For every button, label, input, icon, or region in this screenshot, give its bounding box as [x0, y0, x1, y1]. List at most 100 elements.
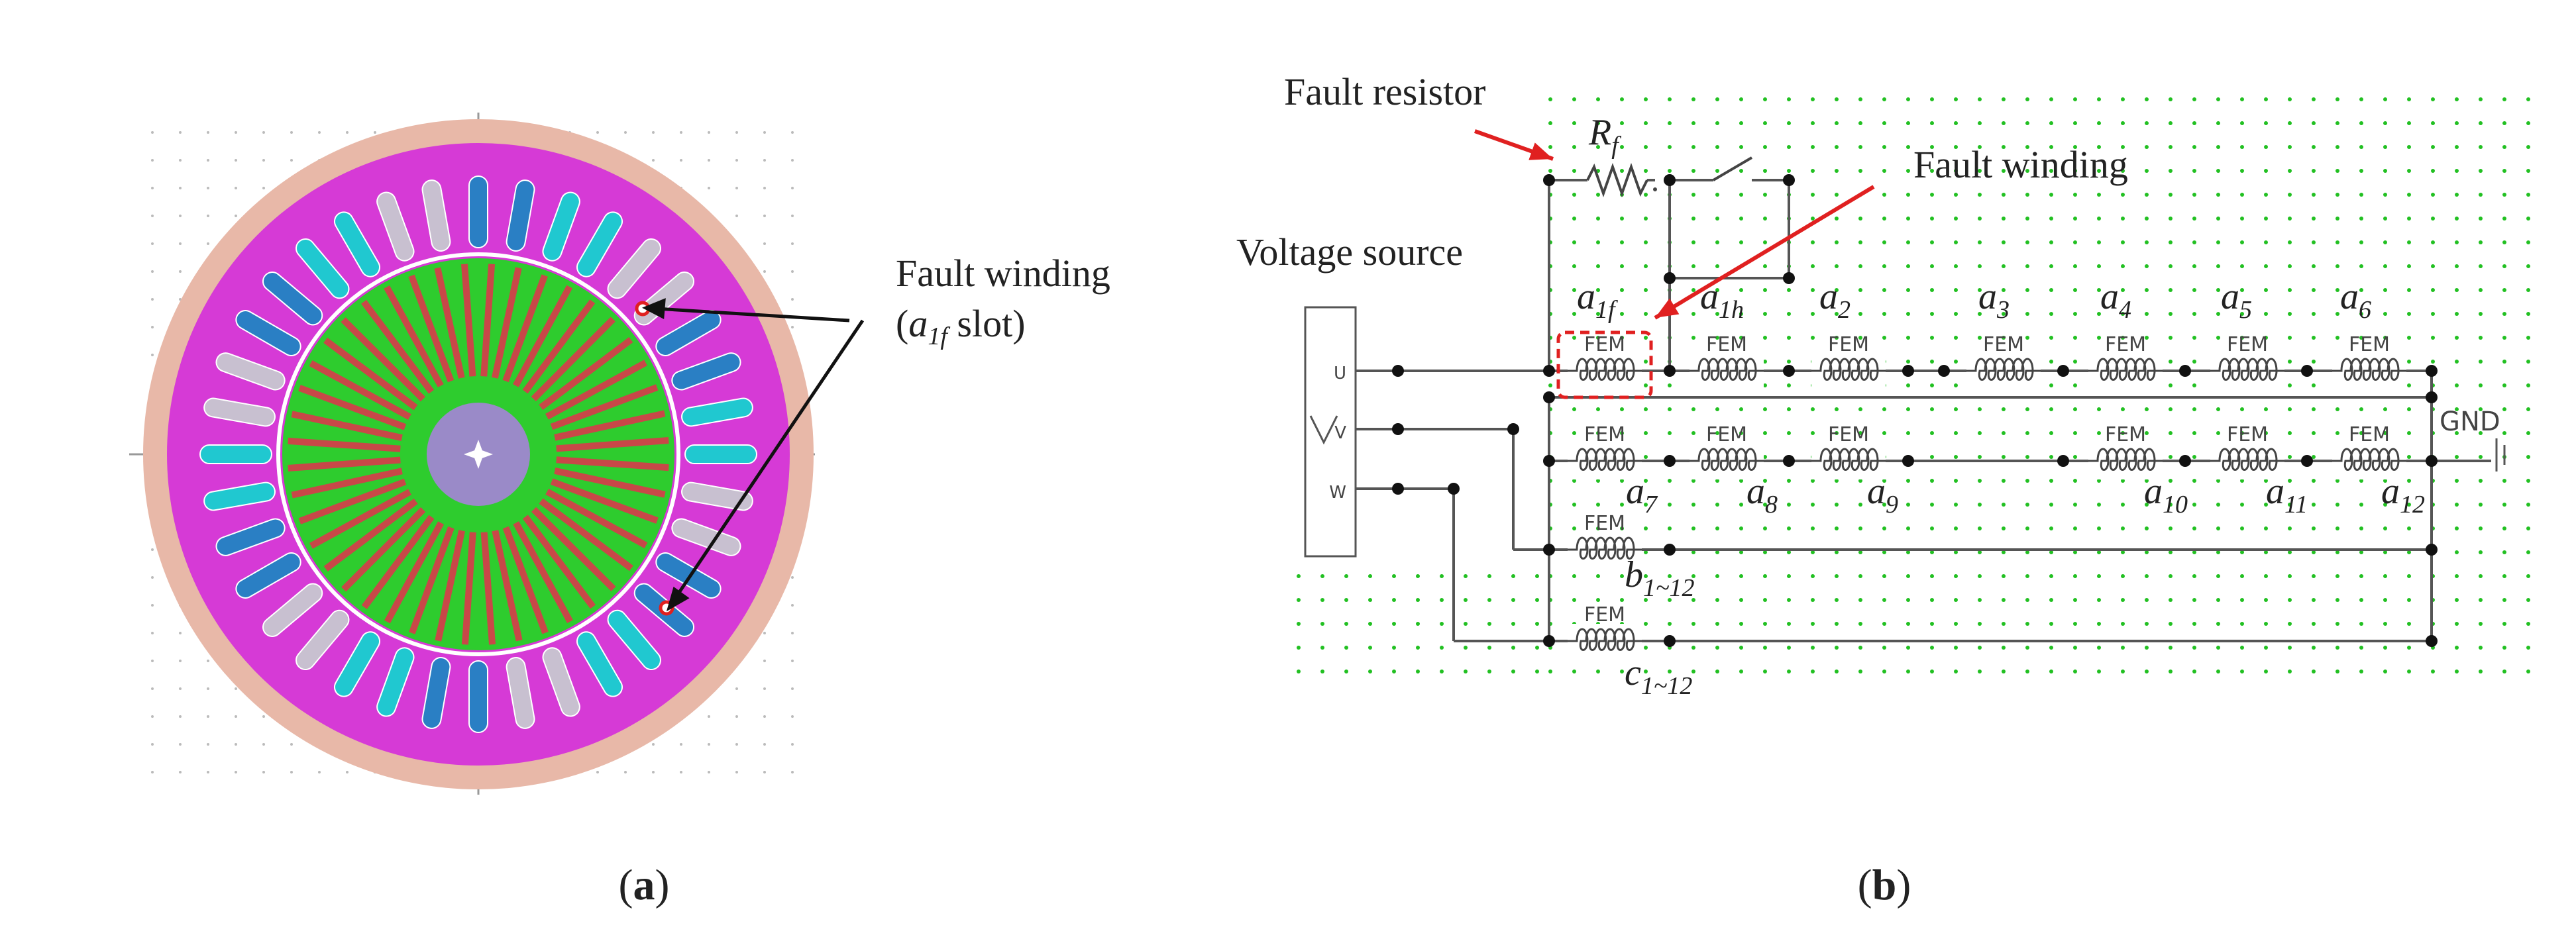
grid-dot — [1572, 574, 1576, 578]
stator-slot — [376, 191, 415, 262]
grid-dot — [1644, 169, 1648, 173]
grid-dot — [2121, 288, 2125, 292]
grid-dot — [2383, 193, 2387, 197]
grid-dot — [2002, 264, 2006, 268]
grid-dot — [2073, 574, 2077, 578]
grid-dot — [1763, 526, 1767, 530]
grid-dot — [2145, 288, 2149, 292]
grid-dot — [1620, 312, 1624, 316]
grid-dot — [2479, 598, 2483, 602]
grid-dot — [2169, 407, 2173, 411]
grid-dot — [2097, 288, 2101, 292]
fem-label: FEM — [1706, 333, 1747, 356]
grid-dot — [2169, 240, 2173, 244]
grid-dot — [1954, 193, 1958, 197]
grid-dot — [2455, 121, 2459, 125]
grid-dot — [2240, 240, 2244, 244]
grid-dot — [2359, 622, 2363, 626]
grid-dot — [1954, 455, 1958, 459]
stator-slot — [334, 211, 381, 277]
grid-dot — [1954, 145, 1958, 149]
grid-dot — [2312, 598, 2316, 602]
grid-dot — [680, 159, 682, 162]
grid-dot — [1392, 670, 1396, 673]
grid-dot — [1763, 264, 1767, 268]
grid-dot — [2264, 264, 2268, 268]
grid-dot — [151, 687, 154, 690]
grid-dot — [2431, 360, 2435, 364]
grid-dot — [1835, 503, 1839, 507]
grid-dot — [2097, 479, 2101, 483]
grid-dot — [2359, 503, 2363, 507]
grid-dot — [2240, 479, 2244, 483]
grid-dot — [1715, 121, 1719, 125]
grid-dot — [2335, 217, 2339, 221]
grid-dot — [2025, 145, 2029, 149]
grid-dot — [1368, 622, 1372, 626]
node — [2426, 391, 2438, 403]
node — [1664, 365, 1676, 377]
grid-dot — [1954, 169, 1958, 173]
node — [1392, 365, 1404, 377]
grid-dot — [2288, 670, 2292, 673]
grid-dot — [1596, 121, 1600, 125]
coil-turns — [1690, 358, 1764, 381]
grid-dot — [763, 131, 766, 134]
grid-dot — [1511, 598, 1515, 602]
grid-dot — [2288, 431, 2292, 435]
grid-dot — [1787, 383, 1791, 387]
grid-dot — [2502, 526, 2506, 530]
grid-dot — [1297, 670, 1301, 673]
rotor-bar — [556, 456, 669, 472]
grid-dot — [763, 242, 766, 245]
grid-dot — [374, 131, 376, 134]
grid-dot — [2335, 503, 2339, 507]
grid-dot — [2335, 646, 2339, 650]
grid-dot — [1787, 97, 1791, 101]
grid-dot — [1668, 97, 1672, 101]
grid-dot — [1535, 670, 1539, 673]
grid-dot — [2097, 193, 2101, 197]
rotor-bar — [502, 526, 549, 634]
grid-dot — [763, 660, 766, 662]
grid-dot — [2526, 264, 2530, 268]
grid-dot — [2312, 264, 2316, 268]
circuit-wires — [1356, 179, 2491, 646]
grid-dot — [1596, 193, 1600, 197]
grid-dot — [2002, 479, 2006, 483]
grid-dot — [2002, 145, 2006, 149]
grid-dot — [1691, 526, 1695, 530]
grid-dot — [2479, 336, 2483, 340]
switch-pivot — [1653, 187, 1657, 191]
grid-dot — [2192, 383, 2196, 387]
grid-dot — [1906, 217, 1910, 221]
grid-dot — [2502, 431, 2506, 435]
stator-slot — [295, 238, 350, 299]
stator-slot — [684, 444, 757, 464]
grid-dot — [1644, 407, 1648, 411]
fem-label: FEM — [1983, 333, 2024, 356]
grid-dot — [2455, 336, 2459, 340]
grid-dot — [2526, 646, 2530, 650]
grid-dot — [1620, 121, 1624, 125]
grid-dot — [1906, 264, 1910, 268]
grid-dot — [1572, 312, 1576, 316]
grid-dot — [2169, 336, 2173, 340]
grid-dot — [1644, 431, 1648, 435]
grid-dot — [1691, 264, 1695, 268]
grid-dot — [1835, 526, 1839, 530]
grid-dot — [2073, 550, 2077, 554]
stator-slot — [262, 272, 323, 326]
grid-dot — [1858, 407, 1862, 411]
grid-dot — [2526, 455, 2530, 459]
grid-dot — [2335, 670, 2339, 673]
grid-dot — [235, 159, 237, 162]
fault-resistor-icon — [1586, 162, 1648, 198]
grid-dot — [1644, 526, 1648, 530]
grid-dot — [2479, 646, 2483, 650]
fem-coil-icon: FEM — [1966, 333, 2041, 389]
grid-dot — [207, 771, 209, 773]
grid-dot — [1644, 670, 1648, 673]
node — [1392, 423, 1404, 435]
grid-dot — [2049, 431, 2053, 435]
